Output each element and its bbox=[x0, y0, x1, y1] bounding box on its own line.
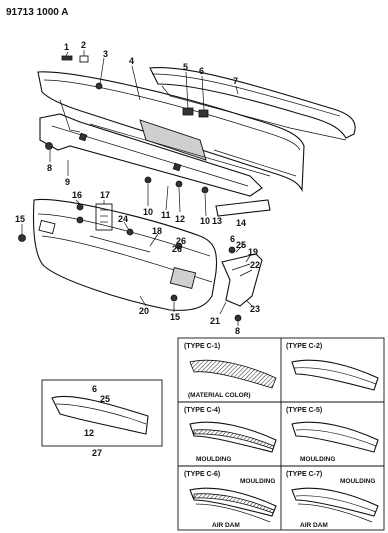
callout-10: 10 bbox=[143, 207, 153, 217]
variant-c6: (TYPE C-6) MOULDING AIR DAM bbox=[184, 471, 277, 529]
inset-callout-6: 6 bbox=[92, 384, 97, 394]
callout-26: 26 bbox=[176, 236, 186, 246]
callout-3: 3 bbox=[103, 49, 108, 59]
inset-callout-12: 12 bbox=[84, 428, 94, 438]
variant-grid: (TYPE C-1) (MATERIAL COLOR) (TYPE C-2) (… bbox=[177, 337, 385, 531]
callout-21: 21 bbox=[210, 316, 220, 326]
side-bracket bbox=[221, 253, 263, 307]
callout-7: 7 bbox=[233, 76, 238, 86]
variant-c1: (TYPE C-1) (MATERIAL COLOR) bbox=[184, 343, 277, 399]
callout-1: 1 bbox=[64, 42, 69, 52]
inset-box: 6 25 12 27 bbox=[41, 379, 163, 458]
callout-8b: 8 bbox=[235, 326, 240, 336]
callout-24: 24 bbox=[118, 214, 128, 224]
callout-20: 20 bbox=[139, 306, 149, 316]
callout-numbers: 1 2 3 4 5 6 7 8 9 10 11 12 13 14 15 16 1… bbox=[15, 40, 260, 336]
callout-9: 9 bbox=[65, 177, 70, 187]
lower-bumper bbox=[32, 198, 218, 311]
variant-c1-note: (MATERIAL COLOR) bbox=[188, 392, 251, 399]
callout-26b: 26 bbox=[172, 244, 182, 254]
variant-c1-title: (TYPE C-1) bbox=[184, 343, 220, 350]
leader-lines bbox=[21, 50, 253, 326]
figure-code: 91713 1000 A bbox=[6, 7, 68, 18]
fasteners bbox=[18, 55, 242, 322]
variant-c7-note: MOULDING bbox=[340, 478, 375, 485]
variant-c6-note2: AIR DAM bbox=[212, 522, 240, 529]
callout-2: 2 bbox=[81, 40, 86, 50]
callout-15b: 15 bbox=[170, 312, 180, 322]
callout-12: 12 bbox=[175, 214, 185, 224]
bumper-top-bar bbox=[149, 67, 356, 141]
callout-17: 17 bbox=[100, 190, 110, 200]
variant-c5-title: (TYPE C-5) bbox=[286, 407, 322, 414]
variant-c4: (TYPE C-4) MOULDING bbox=[184, 407, 277, 463]
variant-c2-title: (TYPE C-2) bbox=[286, 343, 322, 350]
callout-6b: 6 bbox=[230, 234, 235, 244]
inset-callout-25: 25 bbox=[100, 394, 110, 404]
callout-13: 13 bbox=[212, 216, 222, 226]
variant-c4-title: (TYPE C-4) bbox=[184, 407, 220, 414]
callout-23: 23 bbox=[250, 304, 260, 314]
callout-8: 8 bbox=[47, 163, 52, 173]
callout-16: 16 bbox=[72, 190, 82, 200]
variant-c4-note: MOULDING bbox=[196, 456, 231, 463]
bumper-face bbox=[37, 71, 305, 193]
callout-6: 6 bbox=[199, 66, 204, 76]
variant-c7-note2: AIR DAM bbox=[300, 522, 328, 529]
absorber-strip bbox=[215, 199, 271, 217]
callout-15: 15 bbox=[15, 214, 25, 224]
variant-c5: (TYPE C-5) MOULDING bbox=[286, 407, 379, 463]
variant-c7: (TYPE C-7) MOULDING AIR DAM bbox=[286, 471, 379, 529]
variant-c6-title: (TYPE C-6) bbox=[184, 471, 220, 478]
variant-c2: (TYPE C-2) bbox=[286, 343, 379, 391]
inset-callout-27: 27 bbox=[92, 448, 102, 458]
callout-14: 14 bbox=[236, 218, 246, 228]
callout-18: 18 bbox=[152, 226, 162, 236]
callout-5: 5 bbox=[183, 62, 188, 72]
callout-10b: 10 bbox=[200, 216, 210, 226]
callout-25: 25 bbox=[236, 240, 246, 250]
variant-c6-note: MOULDING bbox=[240, 478, 275, 485]
variant-c7-title: (TYPE C-7) bbox=[286, 471, 322, 478]
callout-19: 19 bbox=[248, 247, 258, 257]
callout-4: 4 bbox=[129, 56, 134, 66]
callout-22: 22 bbox=[250, 260, 260, 270]
variant-c5-note: MOULDING bbox=[300, 456, 335, 463]
callout-11: 11 bbox=[161, 210, 171, 220]
